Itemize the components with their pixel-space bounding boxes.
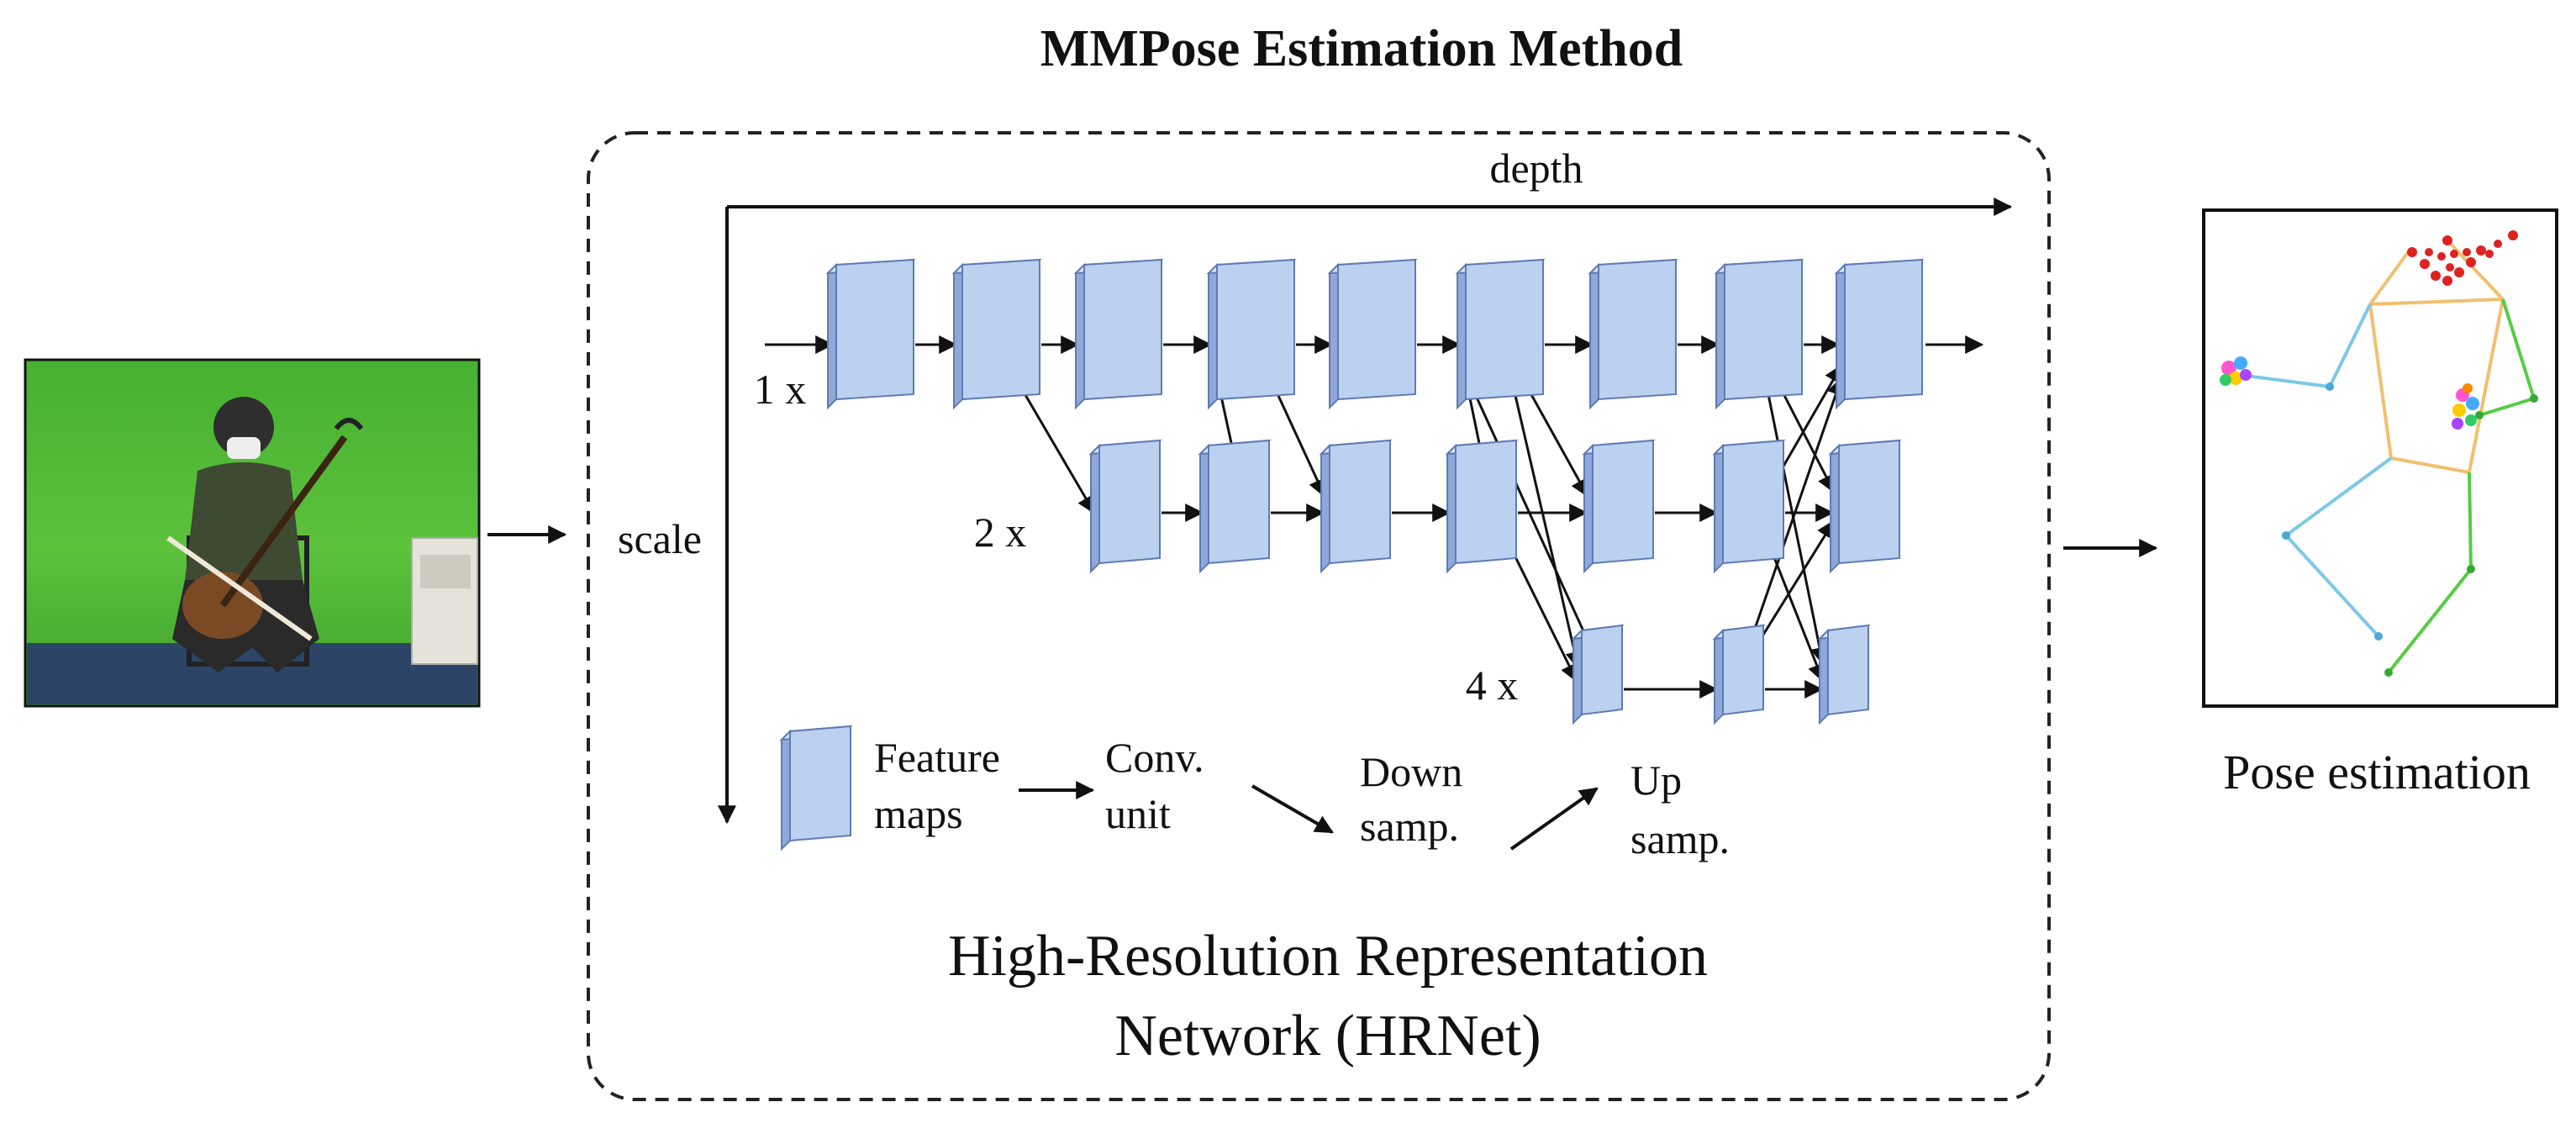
input-photo xyxy=(24,358,481,708)
feature-block-1x xyxy=(1073,258,1164,410)
legend-feature-block xyxy=(779,725,853,852)
feature-block-1x xyxy=(1327,258,1418,410)
legend-down-line2: samp. xyxy=(1360,803,1459,850)
legend: Feature maps Conv. unit Down samp. Up sa… xyxy=(779,725,1730,862)
feature-block-1x xyxy=(1455,258,1546,410)
row-label-1x: 1 x xyxy=(754,366,807,413)
pose-estimation-caption: Pose estimation xyxy=(2223,745,2531,799)
feature-block-2x xyxy=(1712,439,1786,574)
hrnet-dashed-box xyxy=(587,131,2051,1101)
pose-estimation-image xyxy=(2202,208,2558,708)
depth-label: depth xyxy=(1489,145,1583,192)
row-label-2x: 2 x xyxy=(974,509,1027,556)
scale-label: scale xyxy=(618,515,702,562)
up-sampling-arrow xyxy=(1738,376,1845,673)
legend-down-line1: Down xyxy=(1360,748,1462,795)
legend-feature-maps-line1: Feature xyxy=(874,734,1000,781)
legend-down-arrow xyxy=(1251,784,1334,834)
feature-block-1x xyxy=(1714,258,1804,410)
hrnet-caption-line2: Network (HRNet) xyxy=(1114,1004,1541,1068)
hrnet-caption-line1: High-Resolution Representation xyxy=(948,924,1708,989)
up-sampling-arrow xyxy=(1462,367,1600,665)
legend-up-line1: Up xyxy=(1630,757,1682,804)
feature-block-2x xyxy=(1445,439,1519,574)
feature-block-2x xyxy=(1319,439,1393,574)
legend-feature-map-block xyxy=(779,725,853,852)
down-sampling-arrow xyxy=(1502,344,1584,671)
feature-block-2x xyxy=(1088,439,1162,574)
feature-block-4x xyxy=(1817,624,1871,725)
legend-conv-line1: Conv. xyxy=(1105,734,1204,781)
feature-block-1x xyxy=(1588,258,1678,410)
legend-conv-line2: unit xyxy=(1105,790,1171,837)
legend-up-arrow xyxy=(1509,787,1599,851)
feature-block-2x xyxy=(1198,439,1272,574)
hrnet-feature-blocks xyxy=(825,258,1925,725)
legend-up-line2: samp. xyxy=(1630,815,1730,862)
pose-left-hand xyxy=(2220,356,2252,386)
feature-block-1x xyxy=(1206,258,1297,410)
diagram-title: MMPose Estimation Method xyxy=(1040,20,1683,77)
down-sampling-arrow xyxy=(1757,344,1829,667)
row-label-4x: 4 x xyxy=(1466,662,1519,709)
pose-joints xyxy=(2282,382,2538,677)
pose-right-hand xyxy=(2452,383,2479,430)
feature-block-1x xyxy=(1834,258,1925,410)
feature-block-1x xyxy=(951,258,1042,410)
feature-block-1x xyxy=(825,258,916,410)
feature-block-2x xyxy=(1582,439,1656,574)
feature-block-4x xyxy=(1712,624,1766,725)
feature-block-2x xyxy=(1828,439,1902,574)
legend-feature-maps-line2: maps xyxy=(874,790,963,837)
feature-block-4x xyxy=(1571,624,1625,725)
pose-face-keypoints xyxy=(2407,230,2518,286)
